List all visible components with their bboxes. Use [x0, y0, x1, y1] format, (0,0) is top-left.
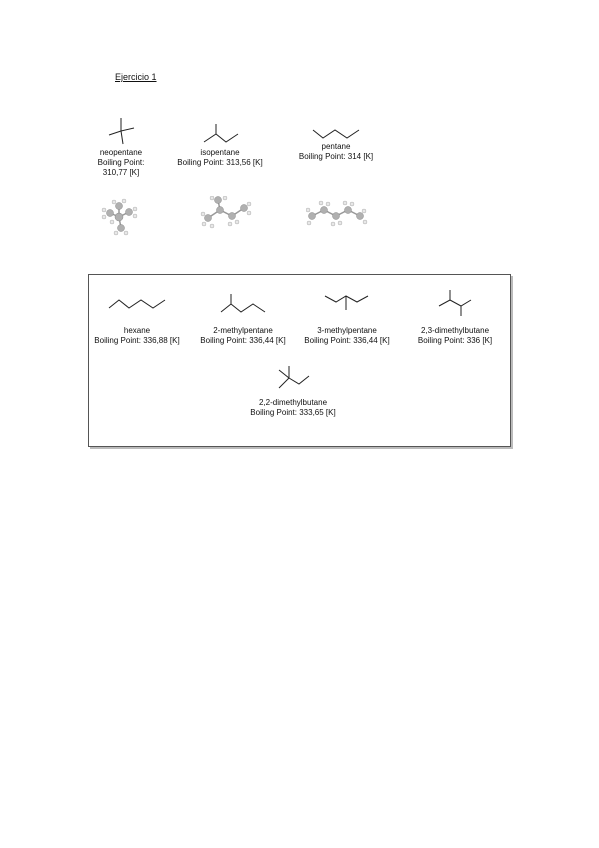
molecule-hexane: hexane Boiling Point: 336,88 [K]: [88, 296, 186, 346]
molecule-name: hexane: [123, 326, 151, 335]
molecule-2-2-dimethylbutane: 2,2-dimethylbutane Boiling Point: 333,65…: [242, 364, 344, 418]
molecule-name: 2,2-dimethylbutane: [258, 398, 328, 407]
2-3-dimethylbutane-skeletal-structure: [438, 290, 472, 316]
boiling-point: Boiling Point: 336,44 [K]: [200, 336, 286, 345]
boiling-point: Boiling Point: 336 [K]: [417, 336, 493, 345]
molecule-2-methylpentane: 2-methylpentane Boiling Point: 336,44 [K…: [192, 292, 294, 346]
molecule-name: 2-methylpentane: [213, 326, 273, 335]
molecule-name: pentane: [321, 142, 351, 151]
molecule-name: neopentane: [99, 148, 143, 157]
molecule-neopentane: neopentane Boiling Point: 310,77 [K]: [92, 114, 150, 178]
molecule-3-methylpentane: 3-methylpentane Boiling Point: 336,44 [K…: [296, 292, 398, 346]
molecule-name: 2,3-dimethylbutane: [420, 326, 490, 335]
hexane-isomers-box: [88, 274, 511, 447]
2-2-dimethylbutane-skeletal-structure: [278, 366, 310, 389]
molecule-pentane: pentane Boiling Point: 314 [K]: [290, 124, 382, 162]
boiling-point: Boiling Point: 310,77 [K]: [97, 158, 145, 177]
neopentane-3d-model: [101, 198, 138, 236]
boiling-point: Boiling Point: 336,44 [K]: [304, 336, 390, 345]
3-methylpentane-skeletal-structure: [324, 295, 369, 310]
isopentane-3d-model: [200, 196, 252, 229]
neopentane-skeletal-structure: [108, 118, 135, 145]
molecule-name: 3-methylpentane: [317, 326, 377, 335]
pentane-skeletal-structure: [312, 129, 360, 139]
molecule-isopentane: isopentane Boiling Point: 313,56 [K]: [170, 122, 270, 168]
boiling-point: Boiling Point: 333,65 [K]: [250, 408, 336, 417]
boiling-point: Boiling Point: 314 [K]: [298, 152, 374, 161]
molecule-2-3-dimethylbutane: 2,3-dimethylbutane Boiling Point: 336 [K…: [406, 288, 504, 346]
boiling-point: Boiling Point: 313,56 [K]: [177, 158, 263, 167]
molecule-name: isopentane: [200, 148, 240, 157]
hexane-skeletal-structure: [108, 299, 166, 309]
boiling-point: Boiling Point: 336,88 [K]: [94, 336, 180, 345]
page-title: Ejercicio 1: [115, 72, 157, 82]
2-methylpentane-skeletal-structure: [220, 294, 266, 313]
isopentane-skeletal-structure: [203, 124, 239, 143]
pentane-3d-model: [306, 200, 368, 227]
